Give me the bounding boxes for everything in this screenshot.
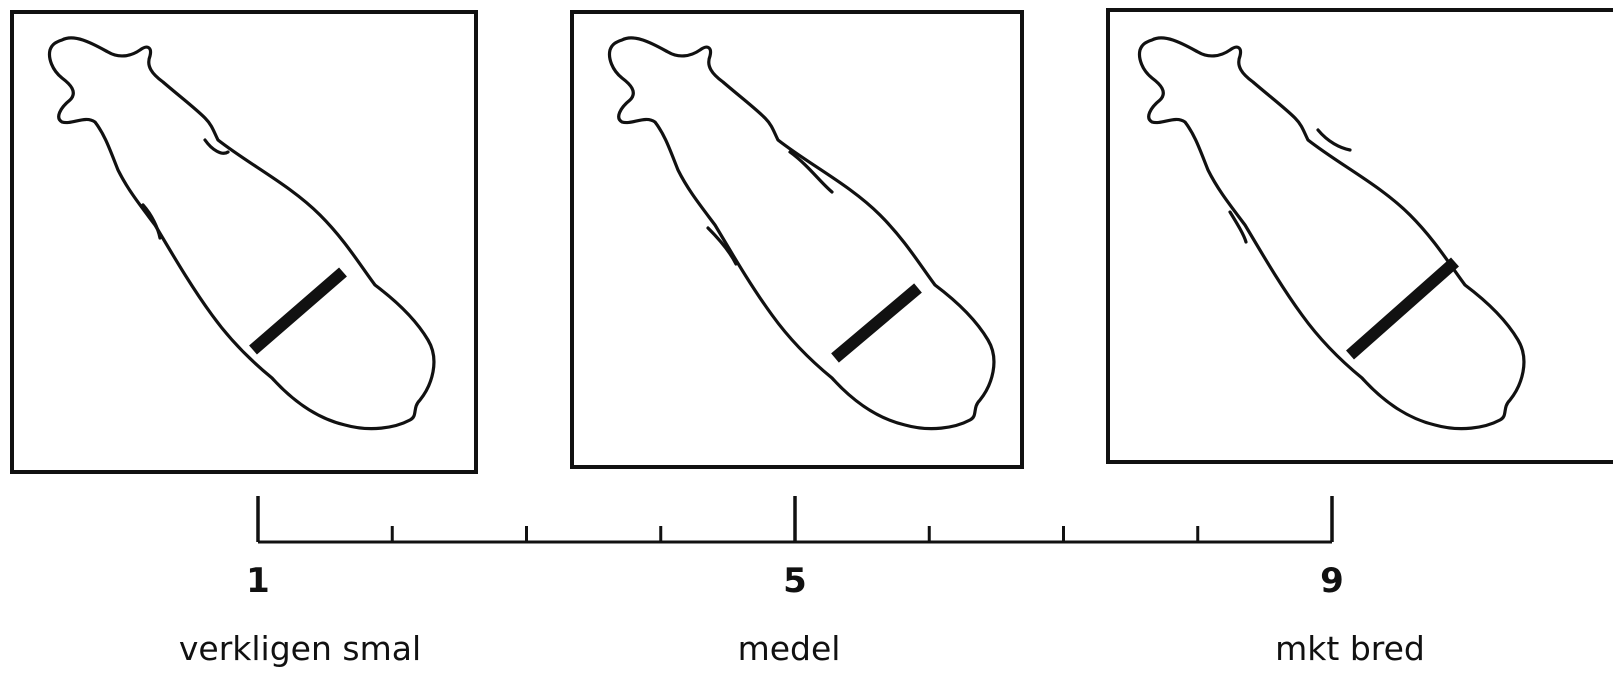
panel-frame xyxy=(570,10,1024,469)
panel-wide xyxy=(1106,8,1613,464)
panel-narrow xyxy=(10,10,478,474)
panel-frame xyxy=(10,10,478,474)
width-bar xyxy=(1346,257,1459,360)
width-bar xyxy=(249,267,347,355)
rating-scale: 1 5 9 xyxy=(246,496,1344,601)
scale-tick-label: 5 xyxy=(783,561,807,601)
scale-tick-label: 1 xyxy=(246,561,270,601)
animal-outline xyxy=(607,36,996,431)
animal-outline xyxy=(47,36,436,431)
scale-tick-label: 9 xyxy=(1320,561,1344,601)
panel-frame xyxy=(1106,8,1613,464)
caption-wide: mkt bred xyxy=(1275,629,1425,668)
animal-outline xyxy=(1137,36,1526,431)
caption-medium: medel xyxy=(737,629,841,668)
panel-medium xyxy=(570,10,1024,469)
width-bar xyxy=(831,283,922,363)
caption-narrow: verkligen smal xyxy=(178,629,422,668)
